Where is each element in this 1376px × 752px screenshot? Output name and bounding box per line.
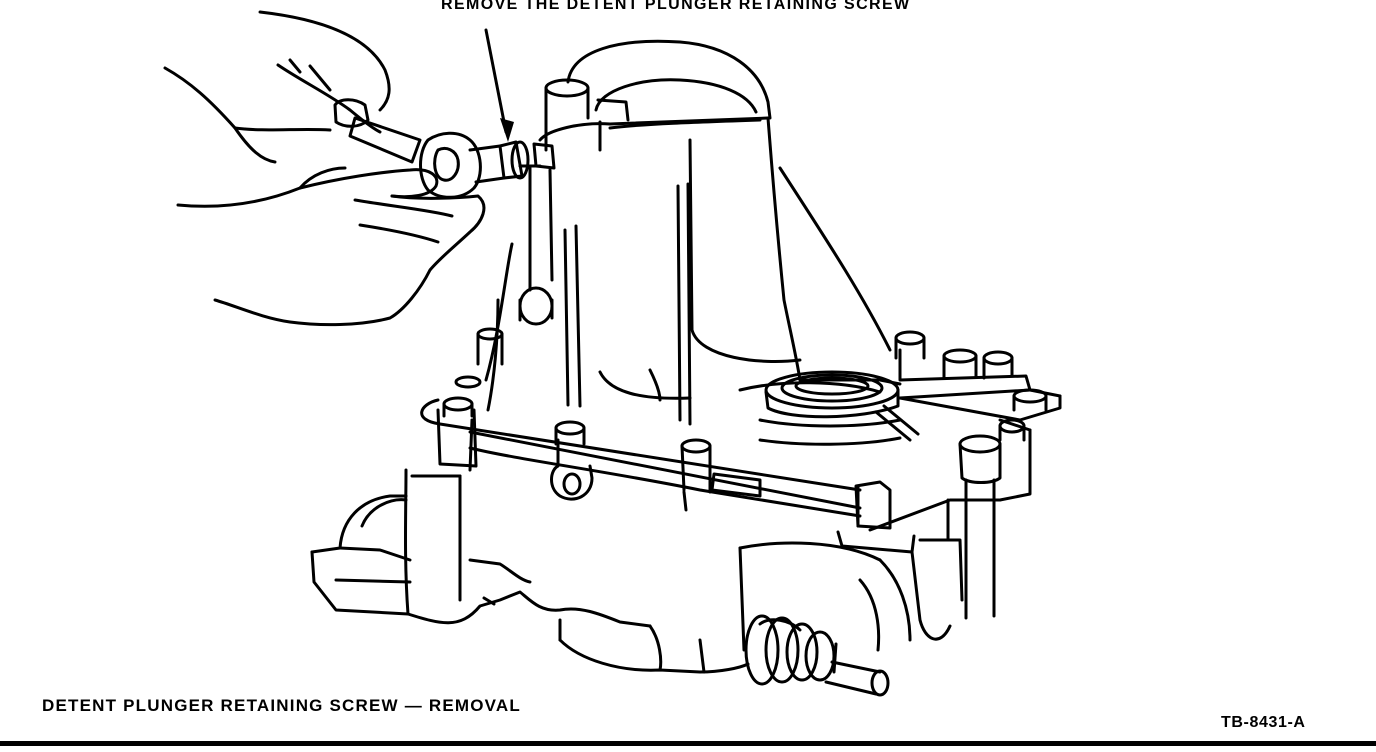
right-cover-plate bbox=[896, 332, 1060, 500]
figure-caption: DETENT PLUNGER RETAINING SCREW — REMOVAL bbox=[42, 696, 521, 715]
bolt-front bbox=[712, 474, 760, 496]
wrench bbox=[350, 118, 554, 197]
callout-label: REMOVE THE DETENT PLUNGER RETAINING SCRE… bbox=[441, 0, 911, 13]
bolt-right bbox=[960, 420, 1024, 618]
output-seal bbox=[760, 372, 918, 444]
figure-id: TB-8431-A bbox=[1221, 714, 1306, 731]
lower-case bbox=[312, 470, 1000, 672]
transmission-housing bbox=[486, 41, 900, 424]
callout-arrow bbox=[486, 30, 514, 142]
bottom-rule bbox=[0, 741, 1376, 746]
case-flange bbox=[422, 329, 890, 528]
shift-boot bbox=[746, 616, 888, 695]
hands bbox=[165, 12, 484, 325]
